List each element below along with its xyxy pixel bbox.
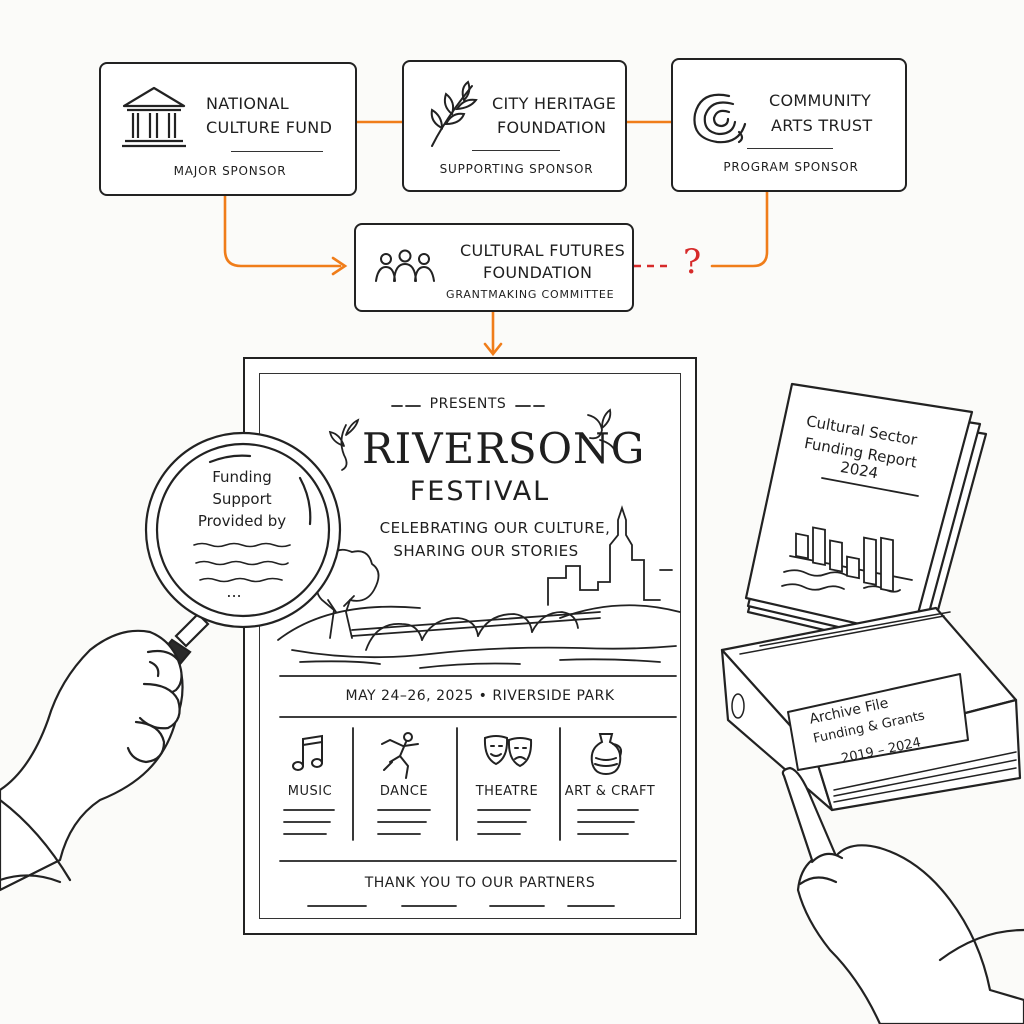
sponsor-role: Program Sponsor (723, 160, 859, 174)
sponsor-role: Major Sponsor (173, 164, 287, 178)
poster-subtitle: FESTIVAL (409, 476, 551, 507)
festival-poster (243, 357, 697, 935)
divider (747, 148, 833, 149)
committee-name-line2: Foundation (483, 263, 593, 282)
sponsor-card-city-heritage-foundation: City Heritage Foundation Supporting Spon… (402, 60, 627, 192)
sponsor-name-line1: City Heritage (492, 94, 617, 113)
report-bar (829, 539, 843, 573)
sponsor-card-national-culture-fund: National Culture Fund Major Sponsor (99, 62, 357, 196)
poster-presents: Presents (429, 396, 507, 412)
committee-role: Grantmaking Committee (446, 288, 615, 301)
magnifier-ellipsis: ... (226, 582, 242, 601)
sponsor-name-line2: Culture Fund (206, 118, 333, 137)
theatre-masks-icon (483, 735, 533, 768)
sponsor-role: Supporting Sponsor (439, 162, 594, 176)
magnifier-text-line3: Provided by (197, 512, 287, 530)
unknown-link-question-mark: ? (683, 242, 702, 282)
vase-icon (590, 733, 623, 776)
sponsor-name-line2: Arts Trust (771, 116, 873, 135)
divider (231, 151, 323, 152)
category-label-music: Music (287, 784, 333, 799)
sponsor-card-community-arts-trust: Community Arts Trust Program Sponsor (671, 58, 907, 192)
people-group-icon (375, 249, 435, 282)
dancer-icon (381, 732, 419, 779)
report-bar (812, 526, 826, 567)
category-label-art-craft: Art & Craft (564, 784, 656, 799)
sponsor-name-line1: National (206, 94, 289, 113)
poster-tagline-line2: sharing our stories (393, 542, 579, 560)
committee-card-cultural-futures-foundation: Cultural Futures Foundation Grantmaking … (354, 223, 634, 312)
music-note-icon (292, 734, 323, 771)
leaf-icon (430, 80, 478, 147)
report-bar (863, 536, 877, 586)
magnifier-text-line2: Support (212, 490, 272, 508)
poster-tagline-line1: Celebrating our culture, (379, 519, 611, 537)
poster-date-location: May 24–26, 2025 • Riverside Park (345, 688, 615, 704)
committee-name-line1: Cultural Futures (460, 241, 626, 260)
spiral-icon (693, 93, 747, 144)
sponsor-name-line2: Foundation (497, 118, 607, 137)
building-columns-icon (122, 86, 186, 148)
report-bar (795, 532, 809, 560)
poster-title: RIVERSONG (362, 424, 646, 473)
poster-thanks: Thank you to our partners (364, 875, 596, 891)
report-bar (880, 536, 894, 593)
divider (472, 150, 560, 151)
category-label-theatre: Theatre (475, 784, 539, 799)
report-bar (846, 555, 860, 580)
magnifier-text-line1: Funding (212, 468, 272, 486)
sponsor-name-line1: Community (769, 91, 872, 110)
category-label-dance: Dance (379, 784, 429, 799)
